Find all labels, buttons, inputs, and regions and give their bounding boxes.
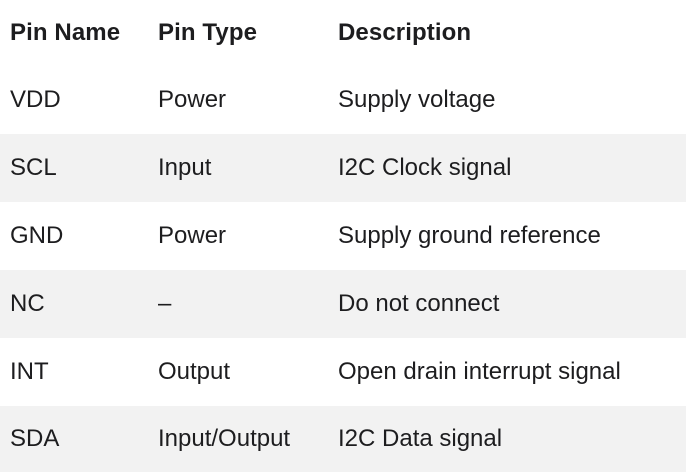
table-row: GND Power Supply ground reference xyxy=(0,202,686,270)
table-body: VDD Power Supply voltage SCL Input I2C C… xyxy=(0,66,686,472)
pin-name-cell: SDA xyxy=(10,425,60,452)
table-row: SDA Input/Output I2C Data signal xyxy=(0,406,686,472)
pin-type-cell: Input/Output xyxy=(158,425,291,452)
table-row: NC – Do not connect xyxy=(0,270,686,338)
header-row: Pin Name Pin Type Description xyxy=(0,0,686,66)
pin-name-cell: VDD xyxy=(10,86,61,113)
table-row: INT Output Open drain interrupt signal xyxy=(0,338,686,406)
pin-type-cell: Input xyxy=(158,154,212,181)
pin-name-cell: GND xyxy=(10,222,64,249)
description-cell: I2C Data signal xyxy=(338,425,503,452)
description-cell: Supply ground reference xyxy=(338,222,601,249)
header-description: Description xyxy=(338,19,472,46)
pin-type-cell: – xyxy=(158,290,172,317)
description-cell: Open drain interrupt signal xyxy=(338,358,621,385)
pin-type-cell: Output xyxy=(158,358,231,385)
pin-type-cell: Power xyxy=(158,222,227,249)
description-cell: I2C Clock signal xyxy=(338,154,512,181)
pin-name-cell: SCL xyxy=(10,154,57,181)
pin-name-cell: NC xyxy=(10,290,45,317)
pin-name-cell: INT xyxy=(10,358,49,385)
description-cell: Supply voltage xyxy=(338,86,496,113)
table-row: VDD Power Supply voltage xyxy=(0,66,686,134)
table-row: SCL Input I2C Clock signal xyxy=(0,134,686,202)
header-pin-name: Pin Name xyxy=(10,19,121,46)
pin-type-cell: Power xyxy=(158,86,227,113)
description-cell: Do not connect xyxy=(338,290,500,317)
table-header: Pin Name Pin Type Description xyxy=(0,0,686,66)
header-pin-type: Pin Type xyxy=(158,19,258,46)
